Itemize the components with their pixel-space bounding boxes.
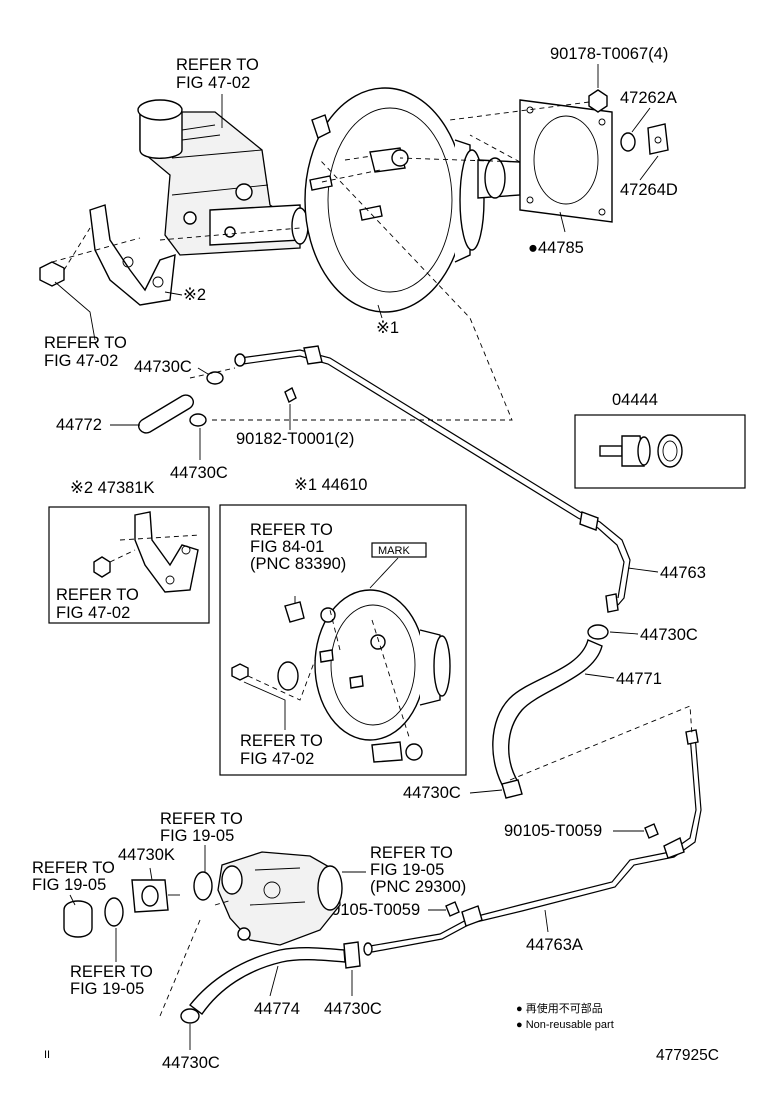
nut-kit-44610 bbox=[231, 663, 249, 681]
clamp-44730c-f bbox=[180, 1008, 200, 1024]
part-44772: 44772 bbox=[56, 416, 102, 434]
o-ring-pump bbox=[193, 871, 213, 901]
bracket-47381K bbox=[134, 511, 199, 593]
nut-kit bbox=[93, 556, 111, 578]
ref-mark-1: ※1 bbox=[376, 319, 399, 337]
cap-pump bbox=[63, 900, 93, 938]
clevis-47264d bbox=[647, 123, 669, 155]
booster-gasket bbox=[519, 99, 613, 223]
vacuum-pipe-44763 bbox=[234, 345, 631, 613]
corner-mark: II bbox=[44, 1049, 50, 1061]
gasket-pump bbox=[104, 897, 124, 927]
kit-box-04444 bbox=[574, 414, 746, 489]
part-90105-T0059: 90105-T0059 bbox=[504, 822, 602, 840]
brake-booster-kit bbox=[314, 589, 451, 763]
legend-non-reusable-jp: ● 再使用不可部品 bbox=[516, 1001, 603, 1015]
drawing-number: 477925C bbox=[656, 1047, 719, 1064]
vacuum-pump bbox=[217, 851, 343, 946]
part-44730C: 44730C bbox=[324, 1000, 382, 1018]
grommet-90182 bbox=[284, 386, 297, 404]
part-90105-T0059: 90105-T0059 bbox=[322, 901, 420, 919]
part-44785-non-reusable: ●44785 bbox=[528, 239, 584, 257]
part-47264D: 47264D bbox=[620, 181, 678, 199]
vacuum-pipe-44763A bbox=[363, 729, 702, 956]
dashed-guide bbox=[51, 227, 301, 271]
bolt-kit bbox=[284, 596, 305, 623]
clamp-44730c-b bbox=[189, 413, 207, 427]
part-47262A: 47262A bbox=[620, 89, 677, 107]
bolt-90105-a bbox=[644, 823, 659, 839]
seal-kit bbox=[277, 661, 299, 691]
part-44730C: 44730C bbox=[640, 626, 698, 644]
part-44730C: 44730C bbox=[170, 464, 228, 482]
kit-box-47381K bbox=[48, 506, 210, 624]
part-44763A: 44763A bbox=[526, 936, 583, 954]
clamp-44730c-e bbox=[343, 941, 361, 969]
check-valve-04444 bbox=[599, 434, 683, 468]
part-44730C: 44730C bbox=[134, 358, 192, 376]
hose-44772 bbox=[138, 394, 194, 434]
master-cylinder bbox=[137, 99, 309, 256]
bolt-90105-b bbox=[445, 901, 460, 917]
part-44774: 44774 bbox=[254, 1000, 300, 1018]
nut-90178 bbox=[588, 89, 608, 113]
part-44730K: 44730K bbox=[118, 846, 175, 864]
nut-47262a bbox=[620, 132, 636, 152]
brake-booster bbox=[304, 87, 521, 313]
part-04444: 04444 bbox=[612, 391, 658, 409]
part-44730C: 44730C bbox=[162, 1054, 220, 1072]
hose-44771 bbox=[492, 639, 603, 791]
clamp-44730c-c bbox=[587, 624, 609, 640]
kit-44610: ※1 44610 bbox=[294, 476, 367, 494]
part-90182-T0001: 90182-T0001(2) bbox=[236, 430, 354, 448]
mark-tag: MARK bbox=[378, 545, 410, 557]
clamp-44730c-d bbox=[501, 779, 523, 799]
clamp-44730c-a bbox=[206, 371, 224, 385]
part-44763: 44763 bbox=[660, 564, 706, 582]
kit-47381K: ※2 47381K bbox=[70, 479, 154, 497]
union-44730K bbox=[131, 879, 180, 913]
part-44730C: 44730C bbox=[403, 784, 461, 802]
nut-left bbox=[39, 261, 65, 287]
dashed-guide bbox=[399, 134, 521, 163]
legend-non-reusable-en: ● Non-reusable part bbox=[516, 1019, 614, 1031]
booster-bracket bbox=[89, 204, 176, 306]
kit-box-44610 bbox=[219, 504, 467, 776]
part-44771: 44771 bbox=[616, 670, 662, 688]
ref-mark-2: ※2 bbox=[183, 286, 206, 304]
part-90178-T0067: 90178-T0067(4) bbox=[550, 45, 668, 63]
